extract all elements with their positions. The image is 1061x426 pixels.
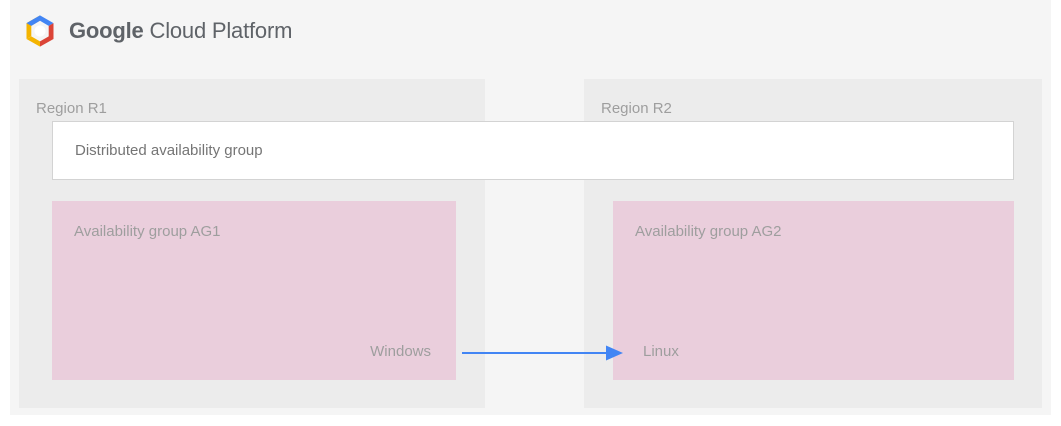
region-r1-label: Region R1 — [36, 100, 107, 117]
availability-group-ag1-title: Availability group AG1 — [74, 223, 221, 240]
region-r2-label: Region R2 — [601, 100, 672, 117]
distributed-availability-group-box: Distributed availability group — [52, 121, 1014, 180]
diagram-canvas: Region R1 Region R2 Distributed availabi… — [10, 62, 1051, 415]
replication-arrow-icon — [462, 345, 623, 361]
logo-product-text: Cloud Platform — [149, 18, 293, 43]
availability-group-ag2-box: Availability group AG2 Linux — [613, 201, 1014, 380]
gcp-logo-lockup: Google Cloud Platform — [22, 13, 292, 49]
availability-group-ag1-box: Availability group AG1 Windows — [52, 201, 456, 380]
availability-group-ag2-title: Availability group AG2 — [635, 223, 782, 240]
availability-group-ag2-os-label: Linux — [643, 343, 679, 360]
google-cloud-platform-hexagon-logo-icon — [26, 15, 54, 47]
logo-brand-text: Google — [69, 18, 144, 43]
availability-group-ag1-os-label: Windows — [370, 343, 431, 360]
page-header: Google Cloud Platform — [10, 0, 1051, 62]
distributed-availability-group-label: Distributed availability group — [75, 142, 263, 159]
gcp-wordmark: Google Cloud Platform — [69, 20, 292, 42]
